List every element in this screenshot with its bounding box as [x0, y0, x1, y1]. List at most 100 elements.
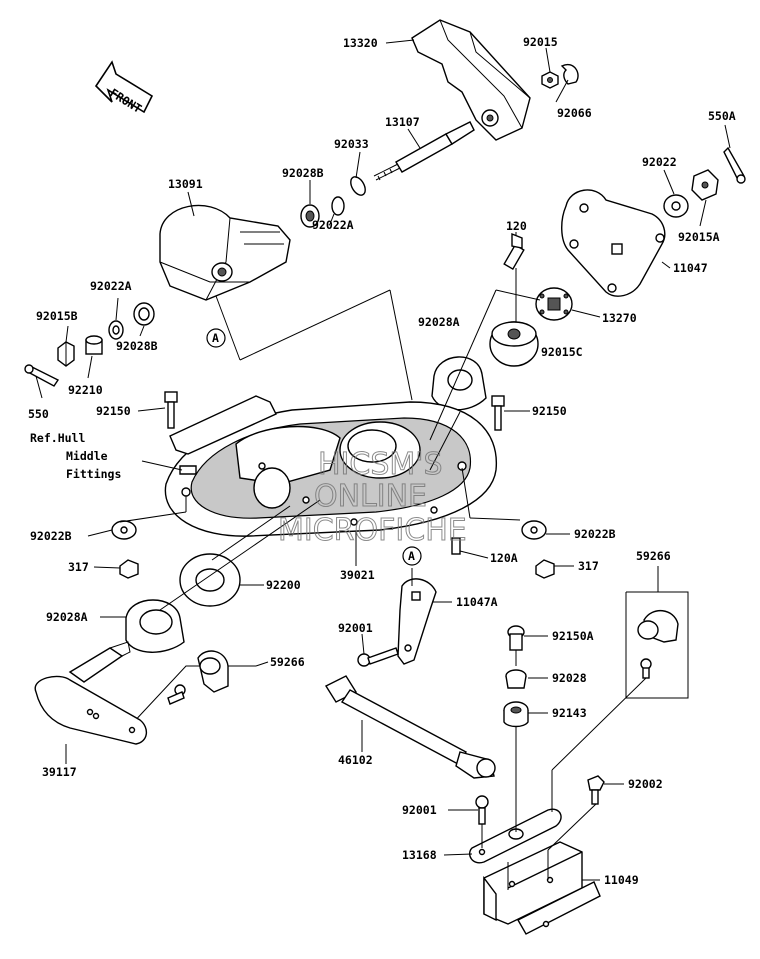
- clip-92066: [560, 63, 579, 85]
- nut-317-left: [119, 559, 139, 579]
- label-ref-hull-2: Middle: [66, 449, 108, 463]
- label-92028: 92028: [552, 671, 587, 685]
- bushing-92028B-top: [300, 204, 320, 228]
- label-39117: 39117: [42, 765, 77, 779]
- label-92028B-top: 92028B: [282, 166, 324, 180]
- nut-317-right: [535, 559, 555, 579]
- bolt-92150-right: [491, 395, 505, 431]
- label-92001-top: 92001: [338, 621, 373, 635]
- label-92015: 92015: [523, 35, 558, 49]
- bolt-120: [503, 232, 525, 270]
- watermark-line3: MICROFICHE: [278, 513, 467, 548]
- bushing-92028: [505, 669, 527, 689]
- label-13168: 13168: [402, 848, 437, 862]
- nut-92015: [541, 71, 559, 89]
- cotter-pin-550A: [723, 146, 746, 184]
- bolt-120A: [451, 537, 461, 555]
- label-13270: 13270: [602, 311, 637, 325]
- label-120A: 120A: [490, 551, 518, 565]
- label-550: 550: [28, 407, 49, 421]
- label-92143: 92143: [552, 706, 587, 720]
- nut-92015C: [489, 321, 539, 367]
- label-92002: 92002: [628, 777, 663, 791]
- plate-11047: [561, 189, 666, 297]
- washer-92022A-top: [331, 196, 345, 216]
- plate-13168: [468, 808, 562, 864]
- label-92150-right: 92150: [532, 404, 567, 418]
- label-317-right: 317: [578, 559, 599, 573]
- label-92015B: 92015B: [36, 309, 78, 323]
- ref-marker-A-1-label: A: [212, 331, 219, 345]
- housing-13091: [159, 204, 291, 301]
- castle-nut-92015A: [691, 169, 719, 201]
- label-92150A: 92150A: [552, 629, 594, 643]
- label-92150-left: 92150: [96, 404, 131, 418]
- label-120: 120: [506, 219, 527, 233]
- washer-92022: [663, 194, 689, 218]
- collar-92143: [503, 701, 529, 728]
- grommet-92200: [179, 553, 241, 607]
- label-317-left: 317: [68, 560, 89, 574]
- label-92022A-top: 92022A: [312, 218, 354, 232]
- boot-92028A-mid: [431, 356, 487, 411]
- label-92001-low: 92001: [402, 803, 437, 817]
- bushing-92028B-left: [133, 302, 155, 326]
- label-92022A-left: 92022A: [90, 279, 132, 293]
- label-92022: 92022: [642, 155, 677, 169]
- washer-92022B-left: [111, 520, 137, 540]
- bolt-92150A: [507, 625, 525, 651]
- label-13107: 13107: [385, 115, 420, 129]
- bolt-92210: [85, 335, 103, 355]
- label-59266-right: 59266: [636, 549, 671, 563]
- part-labels: 13320 92015 92066 550A 13107 92033 92028…: [28, 35, 736, 887]
- front-arrow-icon: FRONT: [94, 60, 154, 116]
- label-13091: 13091: [168, 177, 203, 191]
- label-550A: 550A: [708, 109, 736, 123]
- label-92015A: 92015A: [678, 230, 720, 244]
- label-92022B-right: 92022B: [574, 527, 616, 541]
- washer-92022A-left: [108, 320, 124, 340]
- ref-marker-A-2-label: A: [408, 549, 415, 563]
- disc-13270: [535, 287, 573, 321]
- label-92200: 92200: [266, 578, 301, 592]
- plate-39021: [164, 401, 497, 537]
- lever-39117: [34, 641, 147, 745]
- bolt-92002: [587, 775, 605, 805]
- label-39021: 39021: [340, 568, 375, 582]
- bracket-11049: [483, 841, 601, 935]
- label-ref-hull-3: Fittings: [66, 467, 121, 481]
- shaft-13107: [373, 121, 475, 181]
- watermark-line1: HICSM'S: [318, 447, 443, 482]
- ball-joint-92001-low: [475, 795, 489, 825]
- label-92066: 92066: [557, 106, 592, 120]
- kit-box-59266-right: [625, 591, 689, 699]
- label-46102: 46102: [338, 753, 373, 767]
- ref-marker-A-1: A: [206, 328, 226, 348]
- watermark-line2: ONLINE: [314, 479, 427, 514]
- hull-middle-fitting: [169, 395, 277, 475]
- label-92210: 92210: [68, 383, 103, 397]
- castle-nut-92015B: [57, 341, 75, 367]
- label-13320: 13320: [343, 36, 378, 50]
- cotter-pin-550: [24, 364, 60, 387]
- label-11049: 11049: [604, 873, 639, 887]
- label-92028A-mid: 92028A: [418, 315, 460, 329]
- label-92028B-left: 92028B: [116, 339, 158, 353]
- steering-cover-13320: [411, 19, 531, 141]
- label-11047: 11047: [673, 261, 708, 275]
- kit-box-59266-left: [129, 650, 256, 727]
- label-92022B-left: 92022B: [30, 529, 72, 543]
- circlip-92033: [350, 176, 366, 196]
- rod-46102: [324, 675, 496, 779]
- label-92028A-low: 92028A: [46, 610, 88, 624]
- label-59266-left: 59266: [270, 655, 305, 669]
- bolt-92150-left: [164, 391, 178, 429]
- watermark: HICSM'S ONLINE MICROFICHE: [278, 447, 468, 549]
- label-92033: 92033: [334, 137, 369, 151]
- boot-92028A-low: [125, 599, 185, 653]
- washer-92022B-right: [521, 520, 547, 540]
- lever-11047A: [397, 578, 437, 665]
- leader-lines: [35, 39, 731, 890]
- ref-marker-A-2: A: [402, 546, 422, 566]
